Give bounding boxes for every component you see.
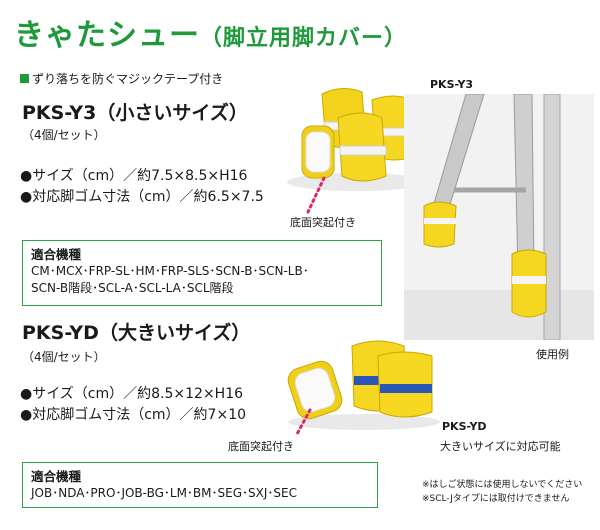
y3-compat-line2: SCN-B階段･SCL-A･SCL-LA･SCL階段 [31, 281, 234, 295]
y3-rubber-spec: ●対応脚ゴム寸法（cm）／約6.5×7.5 [20, 189, 264, 205]
yd-product-photo [287, 340, 440, 430]
yd-compat-box: 適合機種 JOB･NDA･PRO･JOB-BG･LM･BM･SEG･SXJ･SE… [22, 462, 378, 508]
y3-compat-heading: 適合機種 [31, 247, 82, 262]
y3-quantity: （4個/セット） [22, 128, 106, 142]
dotted-leader-line-yd [294, 408, 312, 438]
tagline: ずり落ちを防ぐマジックテープ付き [20, 70, 223, 87]
yd-model-title: PKS-YD（大きいサイズ） [22, 322, 251, 344]
yd-compat-line1: JOB･NDA･PRO･JOB-BG･LM･BM･SEG･SXJ･SEC [31, 486, 297, 500]
yd-size-spec: ●サイズ（cm）／約8.5×12×H16 [20, 386, 244, 402]
usage-label: 使用例 [536, 348, 569, 361]
yd-rubber-spec: ●対応脚ゴム寸法（cm）／約7×10 [20, 407, 247, 423]
y3-product-photo [287, 88, 427, 191]
y3-size-spec: ●サイズ（cm）／約7.5×8.5×H16 [20, 168, 248, 184]
y3-photo-label: PKS-Y3 [430, 78, 474, 91]
note-line2: ※SCL-Jタイプには取付けできません [422, 494, 570, 504]
yd-compat-heading: 適合機種 [31, 469, 82, 484]
yd-quantity: （4個/セット） [22, 350, 106, 364]
note-line1: ※はしご状態には使用しないでください [422, 480, 583, 490]
notes: ※はしご状態には使用しないでください ※SCL-Jタイプには取付けできません [422, 478, 582, 506]
title-main: きゃたシュー [14, 18, 200, 53]
y3-specs: ●サイズ（cm）／約7.5×8.5×H16 ●対応脚ゴム寸法（cm）／約6.5×… [20, 166, 264, 208]
y3-bottom-label: 底面突起付き [290, 216, 356, 229]
yd-bottom-label: 底面突起付き [228, 440, 294, 453]
tagline-text: ずり落ちを防ぐマジックテープ付き [32, 72, 224, 86]
y3-compat-box: 適合機種 CM･MCX･FRP-SL･HM･FRP-SLS･SCN-B･SCN-… [22, 240, 382, 306]
yd-photo-caption: 大きいサイズに対応可能 [440, 440, 561, 453]
y3-model-title: PKS-Y3（小さいサイズ） [22, 102, 248, 124]
usage-example-photo [404, 94, 594, 340]
title-sub: （脚立用脚カバー） [200, 26, 408, 51]
y3-compat-line1: CM･MCX･FRP-SL･HM･FRP-SLS･SCN-B･SCN-LB･ [31, 264, 309, 278]
dotted-leader-line [306, 176, 326, 214]
yd-specs: ●サイズ（cm）／約8.5×12×H16 ●対応脚ゴム寸法（cm）／約7×10 [20, 384, 246, 426]
green-square-icon [20, 74, 29, 83]
yd-photo-label: PKS-YD [442, 420, 487, 433]
page-title: きゃたシュー（脚立用脚カバー） [14, 10, 407, 54]
